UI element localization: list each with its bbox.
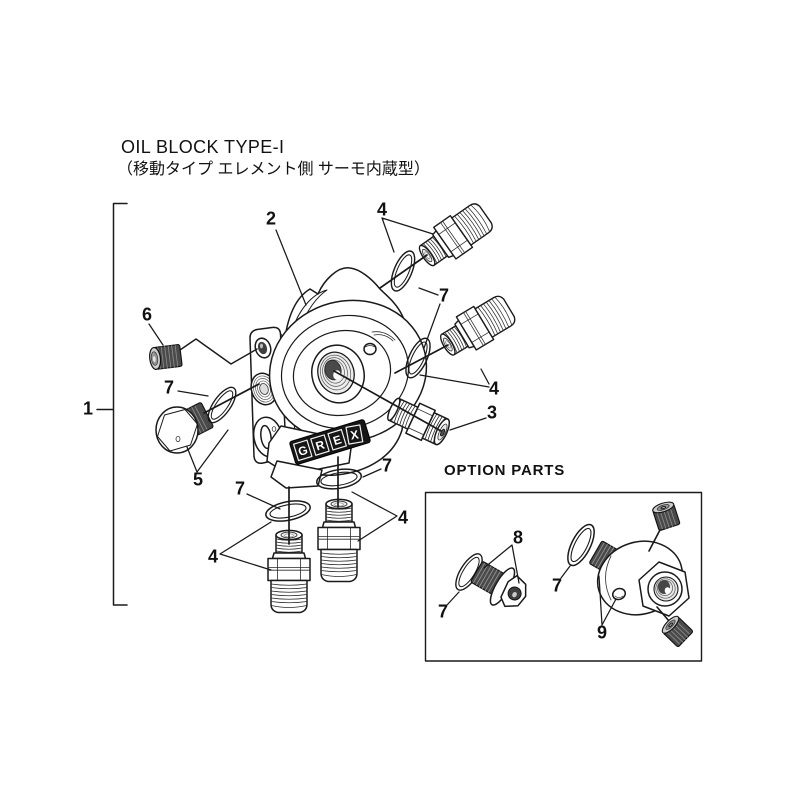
logo-letter-x: X (349, 427, 359, 442)
diagram-title-line2: （移動タイプ エレメント側 サーモ内蔵型） (117, 161, 430, 178)
logo-letter-g: G (296, 443, 309, 459)
callout-9-option-adapter: 9 (596, 622, 608, 643)
diagram-title: OIL BLOCK TYPE-I （移動タイプ エレメント側 サーモ内蔵型） (117, 136, 430, 181)
callout-7-option-right: 7 (551, 575, 563, 596)
callout-3-center-fitting: 3 (486, 402, 498, 423)
callout-1-assembly: 1 (82, 398, 94, 419)
diagram-title-line1: OIL BLOCK TYPE-I (121, 137, 285, 157)
callout-5-drain-plug: 5 (192, 469, 204, 490)
callout-7-option-left: 7 (437, 601, 449, 622)
sensor-wire (179, 338, 258, 365)
logo-letter-e: E (331, 432, 343, 448)
option-adapter-plug-top (650, 499, 681, 532)
hose-fitting-bottom-right (317, 498, 361, 583)
option-adapter (589, 499, 694, 648)
callout-4-top: 4 (376, 199, 388, 220)
callout-leader-lines (148, 217, 617, 626)
callout-4-bottom-left: 4 (207, 546, 219, 567)
callout-7-bottom-left: 7 (234, 478, 246, 499)
callout-7-left: 7 (163, 377, 175, 398)
callout-4-mid-right: 4 (488, 378, 500, 399)
option-parts-box (424, 491, 703, 662)
oil-block-body: G R E X (179, 267, 428, 489)
callout-7-bottom-right: 7 (381, 455, 393, 476)
option-adapter-plug-bottom (659, 613, 694, 648)
sensor-plug (149, 344, 183, 370)
callout-2-body: 2 (265, 208, 277, 229)
o-ring-left (202, 382, 242, 428)
hose-fitting-top-right (411, 198, 498, 275)
grex-logo-plate: G R E X (289, 419, 371, 465)
option-plug (470, 561, 527, 608)
assembly-bracket (96, 202, 128, 606)
option-parts-title: OPTION PARTS (444, 462, 565, 479)
callout-6-sensor-plug: 6 (141, 304, 153, 325)
callout-4-bottom-right: 4 (397, 507, 409, 528)
callout-7-top-right: 7 (438, 285, 450, 306)
callout-8-option-plug: 8 (512, 527, 524, 548)
drain-plug (155, 402, 214, 454)
o-ring-bottom-left (263, 496, 313, 526)
